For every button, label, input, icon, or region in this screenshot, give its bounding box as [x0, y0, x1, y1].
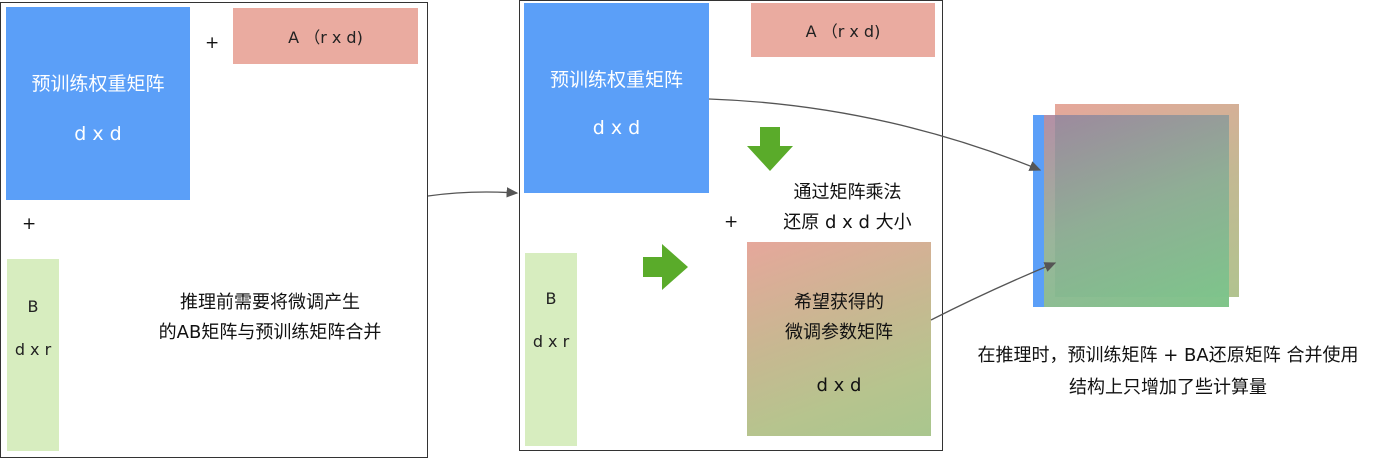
connector-result-to-merged — [930, 262, 1057, 321]
left-description: 推理前需要将微调产生 的AB矩阵与预训练矩阵合并 — [110, 288, 430, 348]
left-b-dim: d x r — [14, 340, 52, 359]
middle-a-matrix: A （r x d) — [751, 3, 935, 57]
connector-left-to-middle — [427, 187, 519, 198]
left-pretrained-dim: d x d — [74, 123, 122, 145]
connector-pretrained-to-merged — [708, 98, 1042, 171]
left-desc-line-2: 的AB矩阵与预训练矩阵合并 — [158, 322, 382, 343]
green-down-arrow — [747, 127, 793, 171]
middle-pretrained-matrix: 预训练权重矩阵 d x d — [524, 3, 709, 193]
left-plus-b: + — [22, 214, 37, 234]
merged-matrix-overlap — [1055, 115, 1229, 297]
middle-result-text: 希望获得的 微调参数矩阵 — [747, 288, 931, 348]
right-caption-line-1: 在推理时，预训练矩阵 + BA还原矩阵 合并使用 — [977, 345, 1359, 366]
left-pretrained-matrix: 预训练权重矩阵 d x d — [6, 7, 190, 200]
middle-result-line-2: 微调参数矩阵 — [785, 322, 893, 343]
middle-pretrained-title: 预训练权重矩阵 — [549, 69, 683, 91]
middle-note-line-2: 还原 d x d 大小 — [783, 212, 912, 233]
left-desc-line-1: 推理前需要将微调产生 — [180, 292, 360, 313]
left-a-matrix: A （r x d) — [233, 8, 418, 64]
right-caption-line-2: 结构上只增加了些计算量 — [1069, 377, 1267, 398]
green-right-arrow — [643, 244, 688, 290]
left-a-label: A （r x d) — [288, 28, 363, 47]
middle-b-dim: d x r — [532, 332, 570, 351]
middle-b-matrix: B d x r — [525, 253, 577, 446]
left-b-matrix: B d x r — [7, 259, 59, 451]
left-plus-a: + — [205, 33, 220, 53]
middle-note: 通过矩阵乘法 还原 d x d 大小 — [750, 178, 945, 238]
middle-b-title: B — [545, 289, 557, 308]
left-b-title: B — [27, 297, 39, 316]
left-pretrained-title: 预训练权重矩阵 — [31, 73, 165, 95]
right-caption: 在推理时，预训练矩阵 + BA还原矩阵 合并使用 结构上只增加了些计算量 — [948, 340, 1388, 404]
middle-result-matrix: 希望获得的 微调参数矩阵 d x d — [747, 242, 931, 436]
middle-pretrained-dim: d x d — [592, 117, 641, 139]
middle-note-line-1: 通过矩阵乘法 — [793, 182, 902, 203]
middle-result-dim: d x d — [816, 375, 862, 396]
middle-a-label: A （r x d) — [805, 22, 881, 41]
middle-result-line-1: 希望获得的 — [794, 292, 884, 313]
middle-plus: + — [724, 212, 739, 232]
